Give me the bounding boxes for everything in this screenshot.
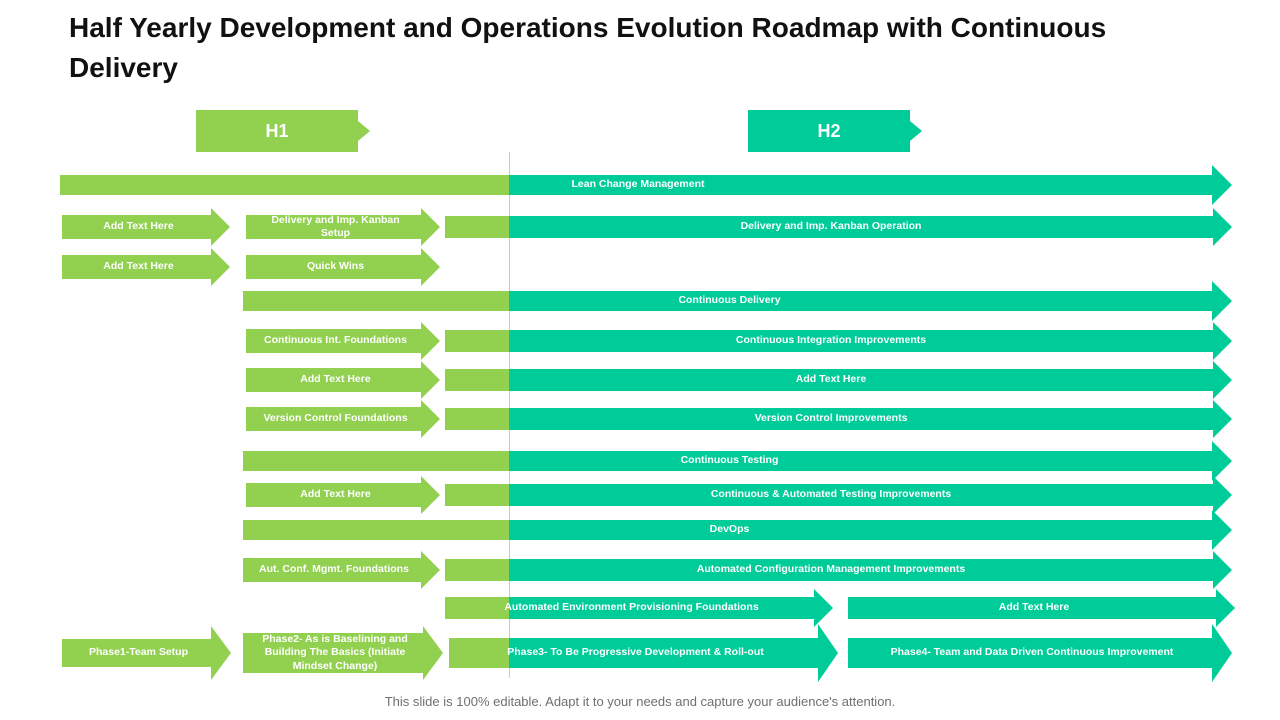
half-label-h2: H2 xyxy=(748,110,910,152)
quick-wins-arrow-2: Quick Wins xyxy=(246,248,440,286)
automated-testing-bar-2: Continuous & Automated Testing Improveme… xyxy=(445,476,1232,514)
config-mgmt-bar-2: Automated Configuration Management Impro… xyxy=(445,551,1232,589)
continuous-integration-arrow-1: Continuous Int. Foundations xyxy=(246,322,440,360)
lean-change-bar-1: Lean Change Management xyxy=(60,165,1232,205)
env-provisioning-bar-1: Automated Environment Provisioning Found… xyxy=(445,589,833,627)
phases-arrow-2: Phase2- As is Baselining and Building Th… xyxy=(243,626,443,680)
quick-wins-arrow-1: Add Text Here xyxy=(62,248,230,286)
half-header-h1: H1 xyxy=(196,110,374,152)
continuous-integration-bar-2: Continuous Integration Improvements xyxy=(445,322,1232,360)
chevron-right-icon xyxy=(910,121,922,141)
version-control-bar-2: Version Control Improvements xyxy=(445,400,1232,438)
devops-bar-1: DevOps xyxy=(243,510,1232,550)
footer-note: This slide is 100% editable. Adapt it to… xyxy=(384,694,896,709)
continuous-testing-bar-1: Continuous Testing xyxy=(243,441,1232,481)
phases-arrow-1: Phase1-Team Setup xyxy=(62,626,231,680)
automated-testing-arrow-1: Add Text Here xyxy=(246,476,440,514)
delivery-kanban-arrow-2: Delivery and Imp. Kanban Setup xyxy=(246,208,440,246)
half-header-h2: H2 xyxy=(748,110,926,152)
env-provisioning-arrow-2: Add Text Here xyxy=(848,589,1235,627)
version-control-arrow-1: Version Control Foundations xyxy=(246,400,440,438)
config-mgmt-arrow-1: Aut. Conf. Mgmt. Foundations xyxy=(243,551,440,589)
phases-arrow-4: Phase4- Team and Data Driven Continuous … xyxy=(848,624,1232,682)
chevron-right-icon xyxy=(358,121,370,141)
half-label-h1: H1 xyxy=(196,110,358,152)
add-text-row-arrow-1: Add Text Here xyxy=(246,361,440,399)
page-title: Half Yearly Development and Operations E… xyxy=(69,12,1107,83)
add-text-row-bar-2: Add Text Here xyxy=(445,361,1232,399)
continuous-delivery-bar-1: Continuous Delivery xyxy=(243,281,1232,321)
delivery-kanban-bar-3: Delivery and Imp. Kanban Operation xyxy=(445,208,1232,246)
phases-bar-3: Phase3- To Be Progressive Development & … xyxy=(449,624,838,682)
delivery-kanban-arrow-1: Add Text Here xyxy=(62,208,230,246)
